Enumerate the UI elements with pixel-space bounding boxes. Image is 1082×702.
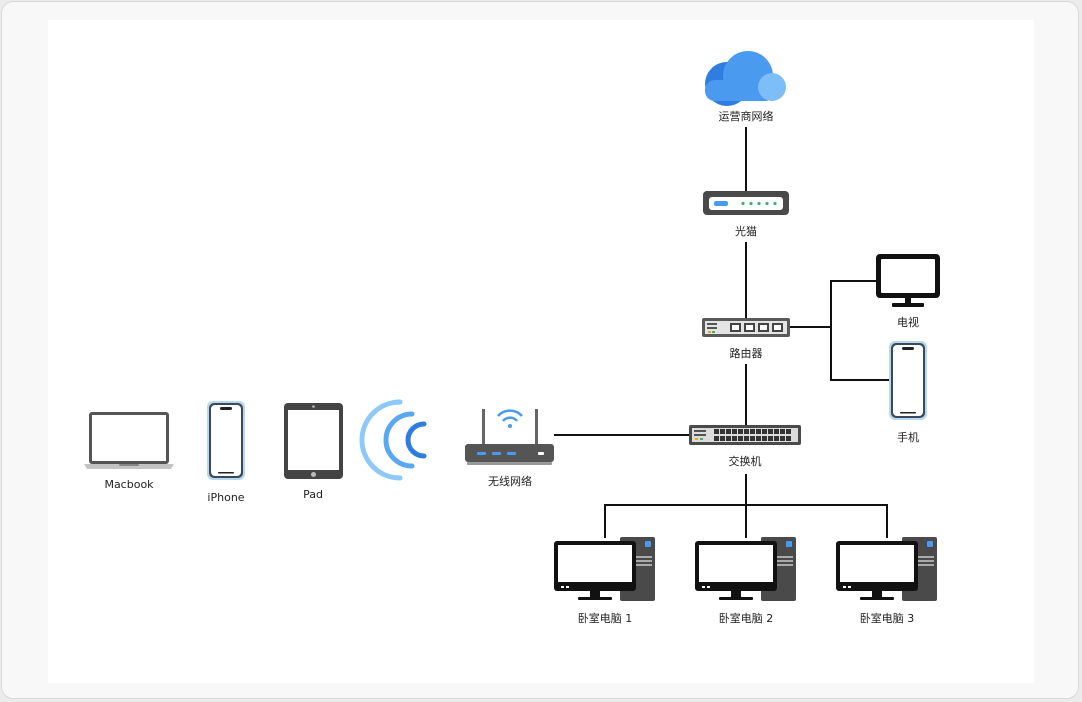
wireless-router-icon: [465, 409, 554, 465]
smartphone-icon: [889, 341, 927, 420]
monitor-icon: [876, 254, 940, 307]
wifi-signal-icon: [359, 399, 427, 481]
pc2-label: 卧室电脑 2: [718, 612, 774, 625]
edge-router-phone: [830, 327, 890, 381]
router-label: 路由器: [729, 347, 763, 360]
tv-label: 电视: [897, 316, 919, 329]
phone-label: 手机: [897, 431, 919, 444]
connection-lines: [554, 127, 890, 538]
smartphone-icon: [207, 401, 245, 480]
desktop-pc-icon: [836, 537, 937, 601]
pc1-label: 卧室电脑 1: [577, 612, 633, 625]
macbook-label: Macbook: [104, 478, 154, 491]
switch-label: 交换机: [728, 455, 762, 468]
tablet-icon: [284, 403, 343, 479]
pad-label: Pad: [303, 488, 323, 501]
desktop-pc-icon: [554, 537, 655, 601]
isp-label: 运营商网络: [718, 110, 774, 123]
switch-icon: [689, 425, 801, 445]
wireless-label: 无线网络: [488, 475, 532, 488]
edge-switch-pc1-pc3: [604, 504, 888, 538]
modem-icon: [703, 191, 789, 215]
cloud-icon: [705, 51, 786, 106]
edge-router-tv: [790, 280, 876, 328]
router-icon: [702, 318, 790, 337]
desktop-pc-icon: [695, 537, 796, 601]
iphone-label: iPhone: [207, 491, 245, 504]
laptop-icon: [84, 412, 174, 469]
modem-label: 光猫: [735, 225, 757, 238]
pc3-label: 卧室电脑 3: [859, 612, 915, 625]
